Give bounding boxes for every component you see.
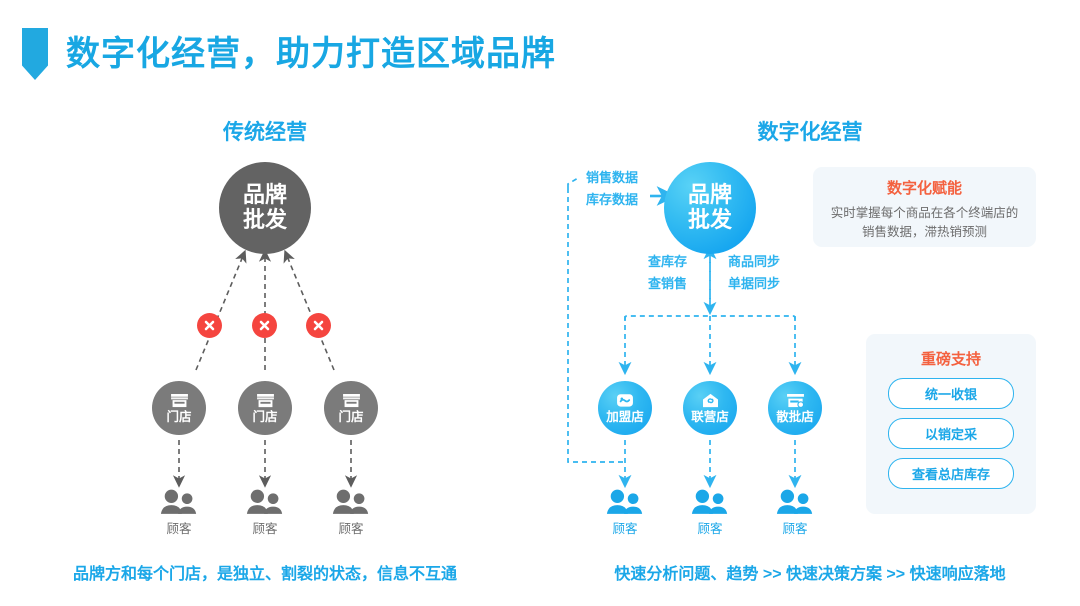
node-store-2: 门店 [238,381,292,435]
hub-line1: 品牌 [242,182,287,208]
hub-line2: 批发 [687,207,732,232]
caption-digital: 快速分析问题、趋势 >> 快速决策方案 >> 快速响应落地 [614,566,1006,583]
page-title: 数字化经营，助力打造区域品牌 [22,28,556,80]
section-title-digital: 数字化经营 [757,121,863,144]
customer-label: 顾客 [697,522,723,536]
node-brand-wholesale-digital: 品牌 批发 [664,162,756,254]
node-customer-5: 顾客 [675,489,745,537]
card-heading: 数字化赋能 [886,180,962,197]
storefront-icon [170,393,188,407]
node-wholesale-store: 散批店 [768,381,822,435]
people-icon [246,489,283,514]
storefront-icon [256,393,274,407]
store-label: 加盟店 [606,409,644,424]
hub-line2: 批发 [242,207,287,232]
caption-traditional: 品牌方和每个门店，是独立、割裂的状态，信息不互通 [72,566,457,583]
x-close-icon [259,320,270,331]
handshake-icon [617,393,633,407]
customer-label: 顾客 [338,522,364,536]
flow-label-sync-1: 商品同步 [728,254,781,269]
node-brand-wholesale-traditional: 品牌 批发 [219,162,311,254]
flow-label-inbound-2: 库存数据 [586,192,639,207]
support-pill-sales-driven-purchase[interactable]: 以销定采 [888,418,1014,449]
bookmark-shield-icon [22,28,48,80]
card-digital-empowerment: 数字化赋能 实时掌握每个商品在各个终端店的销售数据，滞热销预测 [813,167,1036,247]
store-label: 散批店 [776,409,814,424]
people-icon [332,489,369,514]
flow-label-sync-2: 单据同步 [728,276,781,291]
card-body: 实时掌握每个商品在各个终端店的销售数据，滞热销预测 [830,206,1019,240]
node-customer-1: 顾客 [144,489,214,537]
flow-label-query-1: 查库存 [648,254,688,269]
blocker-x-1 [197,313,222,338]
people-icon [776,489,813,514]
storefront-icon [342,393,360,407]
people-icon [606,489,643,514]
node-store-3: 门店 [324,381,378,435]
house-link-icon [702,393,718,407]
blocker-x-3 [306,313,331,338]
store-label: 门店 [166,409,192,424]
customer-label: 顾客 [166,522,192,536]
flow-label-inbound-1: 销售数据 [586,170,639,185]
store-label: 门店 [252,409,278,424]
blocker-x-2 [252,313,277,338]
x-close-icon [313,320,324,331]
node-customer-4: 顾客 [590,489,660,537]
node-customer-2: 顾客 [230,489,300,537]
node-store-1: 门店 [152,381,206,435]
support-pill-unified-cashier[interactable]: 统一收银 [888,378,1014,409]
flow-label-query-2: 查销售 [648,276,688,291]
store-label: 门店 [338,409,364,424]
card-strong-support: 重磅支持 统一收银 以销定采 查看总店库存 [866,334,1036,514]
node-customer-3: 顾客 [316,489,386,537]
support-pill-view-hq-inventory[interactable]: 查看总店库存 [888,458,1014,489]
shop-cart-icon [786,393,804,408]
node-joint-store: 联营店 [683,381,737,435]
people-icon [691,489,728,514]
store-label: 联营店 [691,409,729,424]
customer-label: 顾客 [252,522,278,536]
node-franchise-store: 加盟店 [598,381,652,435]
node-customer-6: 顾客 [760,489,830,537]
people-icon [160,489,197,514]
section-title-traditional: 传统经营 [223,121,307,144]
hub-line1: 品牌 [687,182,732,208]
x-close-icon [204,320,215,331]
customer-label: 顾客 [612,522,638,536]
card-heading: 重磅支持 [920,351,981,368]
customer-label: 顾客 [782,522,808,536]
page-title-text: 数字化经营，助力打造区域品牌 [66,35,556,73]
